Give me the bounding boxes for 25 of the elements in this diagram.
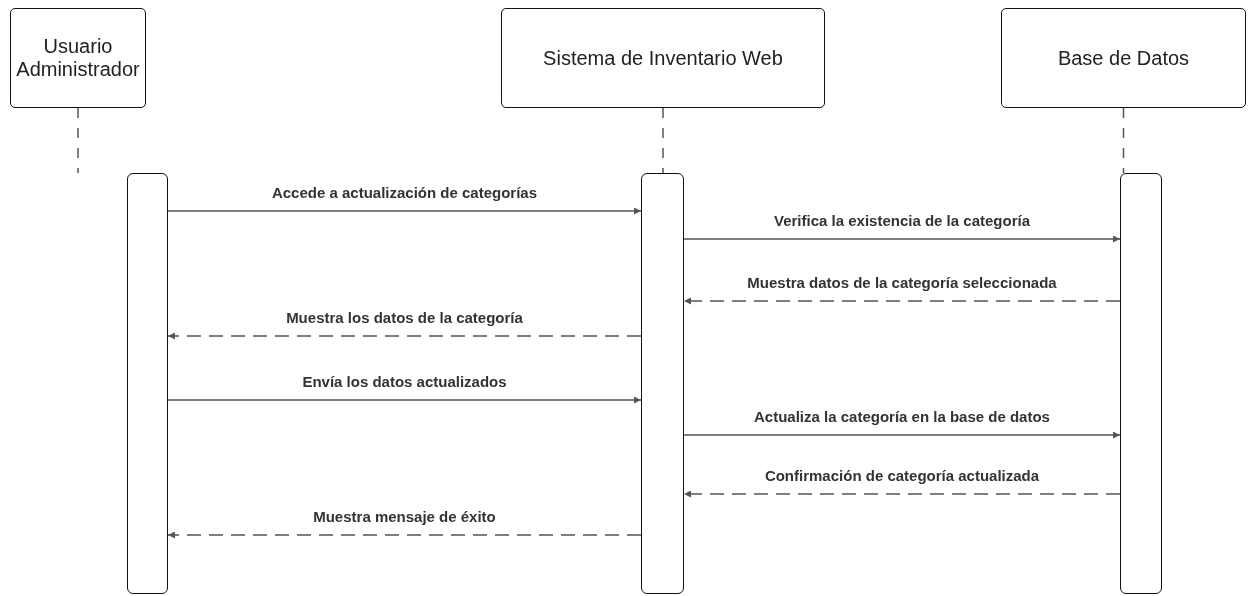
edge-label: Confirmación de categoría actualizada: [762, 467, 1042, 484]
lifeline: [1122, 107, 1125, 174]
edge-label: Verifica la existencia de la categoría: [772, 212, 1032, 229]
participant-box: Sistema de Inventario Web: [501, 8, 825, 108]
edge-label: Muestra los datos de la categoría: [284, 309, 525, 326]
participant-box: Usuario Administrador: [10, 8, 146, 108]
activation-bar: [127, 173, 168, 594]
message-arrow: [683, 297, 1121, 305]
activation-bar: [641, 173, 684, 594]
edge-label: Envía los datos actualizados: [300, 373, 509, 390]
activation-bar: [1120, 173, 1162, 594]
edge-label: Actualiza la categoría en la base de datos: [752, 408, 1052, 425]
message-arrow: [167, 207, 642, 215]
message-arrow: [167, 332, 642, 340]
lifeline: [77, 107, 79, 174]
message-arrow: [167, 396, 642, 404]
message-arrow: [683, 235, 1121, 243]
edge-label: Muestra mensaje de éxito: [311, 508, 498, 525]
lifeline: [662, 107, 664, 174]
message-arrow: [167, 531, 642, 539]
message-arrow: [683, 431, 1121, 439]
participant-box: Base de Datos: [1001, 8, 1246, 108]
edge-label: Muestra datos de la categoría seleccionada: [745, 274, 1059, 291]
message-arrow: [683, 490, 1121, 498]
edge-label: Accede a actualización de categorías: [269, 184, 540, 201]
